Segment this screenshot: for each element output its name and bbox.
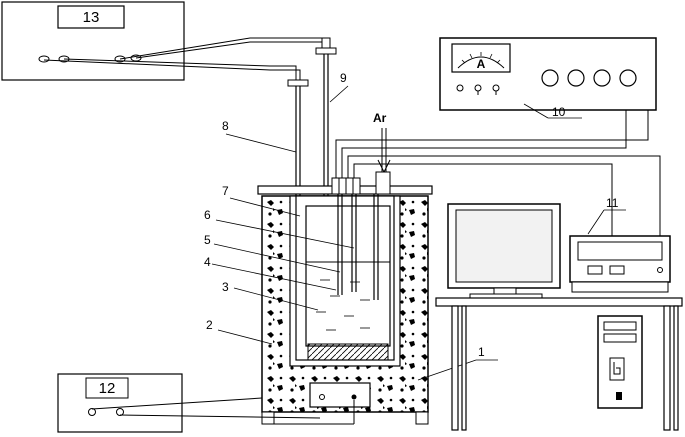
label-9: 9 (340, 71, 347, 85)
label-4: 4 (204, 255, 211, 269)
label-10: 10 (552, 105, 566, 119)
crucible-3 (305, 205, 391, 361)
wires-right (335, 110, 661, 236)
wires-12 (91, 397, 321, 419)
label-1: 1 (478, 345, 485, 359)
label-7: 7 (222, 184, 229, 198)
label-12: 12 (99, 380, 116, 397)
instrument-13: 13 (1, 1, 185, 81)
desk (435, 297, 683, 431)
left-leader-lines (211, 197, 355, 345)
argon-inlet-arrow (377, 128, 391, 174)
ammeter-label: A (477, 57, 486, 71)
label-13: 13 (83, 9, 100, 26)
label-5: 5 (204, 233, 211, 247)
instrument-12: 12 (57, 373, 183, 433)
data-logger-11 (569, 235, 671, 293)
computer-monitor (447, 203, 561, 301)
label-8: 8 (222, 119, 229, 133)
label-11: 11 (606, 196, 619, 210)
label-3: 3 (222, 280, 229, 294)
power-supply-10: A (439, 37, 657, 111)
pc-tower (597, 315, 643, 409)
label-2: 2 (206, 318, 213, 332)
argon-label: Ar (373, 111, 387, 125)
label-6: 6 (204, 208, 211, 222)
furnace-lid (257, 171, 433, 195)
